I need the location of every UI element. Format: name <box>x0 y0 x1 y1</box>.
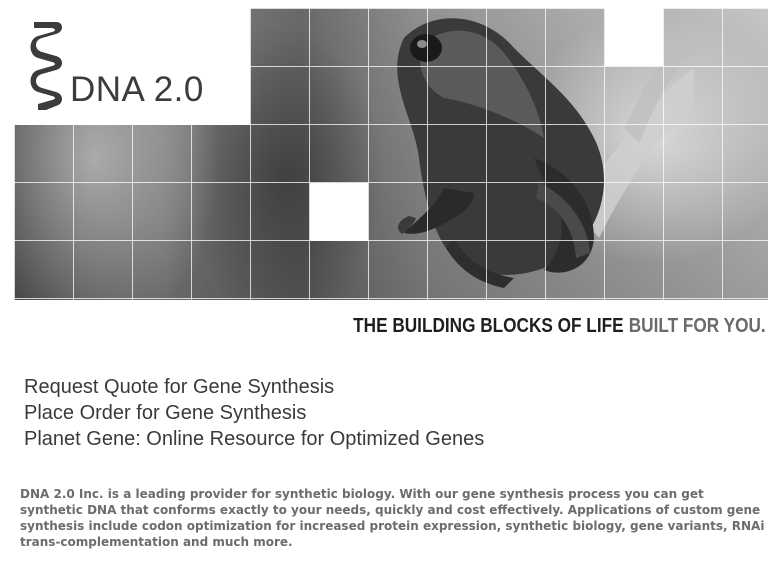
tagline-primary: THE BUILDING BLOCKS OF LIFE <box>353 315 624 337</box>
request-quote-link[interactable]: Request Quote for Gene Synthesis <box>24 376 335 398</box>
white-tile <box>605 8 663 66</box>
white-tile <box>310 183 368 241</box>
logo-text: DNA 2.0 <box>70 70 204 109</box>
planet-gene-link[interactable]: Planet Gene: Online Resource for Optimiz… <box>24 428 485 450</box>
tagline-secondary: BUILT FOR YOU. <box>629 315 766 337</box>
place-order-link[interactable]: Place Order for Gene Synthesis <box>24 402 307 424</box>
hero-banner: DNA 2.0 <box>14 8 768 300</box>
main-links: Request Quote for Gene Synthesis Place O… <box>24 374 484 452</box>
company-description: DNA 2.0 Inc. is a leading provider for s… <box>20 487 765 549</box>
dna-helix-icon <box>30 22 62 110</box>
logo[interactable]: DNA 2.0 <box>14 8 250 125</box>
